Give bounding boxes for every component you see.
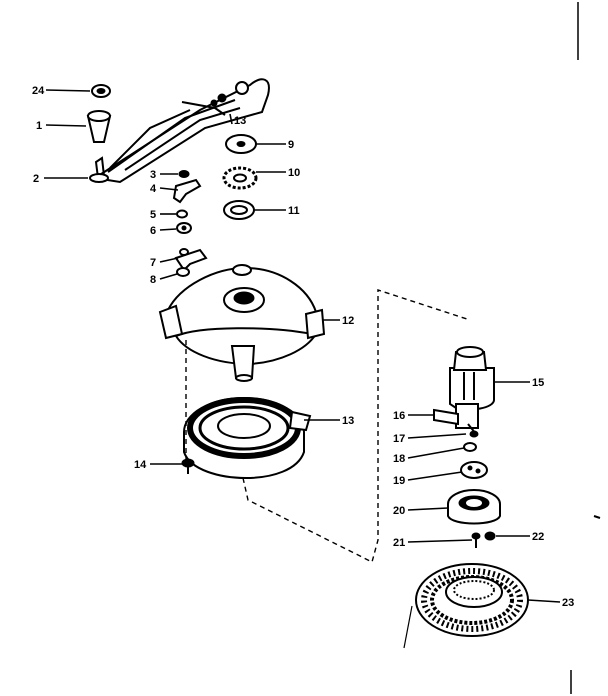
callout-20: 20	[393, 505, 405, 517]
callout-17: 17	[393, 433, 405, 445]
callout-18: 18	[393, 453, 405, 465]
callout-8: 8	[150, 274, 156, 286]
callout-10: 10	[288, 167, 300, 179]
margin-mark	[593, 515, 601, 519]
screw-21	[471, 532, 481, 548]
screen-wheel-23	[415, 563, 529, 637]
callout-2: 2	[33, 173, 39, 185]
handle-lever	[89, 78, 270, 184]
starter-cup-20	[447, 489, 501, 525]
callout-7: 7	[150, 257, 156, 269]
small-washer-8	[176, 267, 190, 277]
callout-23: 23	[562, 597, 574, 609]
callout-24: 24	[32, 85, 45, 97]
callout-13: 13	[342, 415, 354, 427]
small-washer-5	[176, 209, 188, 219]
callout-21: 21	[393, 537, 405, 549]
callout-16: 16	[393, 410, 405, 422]
washer-11	[223, 200, 255, 220]
margin-mark	[403, 605, 413, 649]
alignment-line	[242, 289, 471, 564]
gear-19	[460, 461, 488, 479]
callout-6: 6	[150, 225, 156, 237]
callout-19: 19	[393, 475, 405, 487]
washer-18	[463, 442, 477, 452]
callout-11: 11	[288, 205, 300, 217]
pawl-4	[172, 178, 202, 204]
callout-12: 12	[342, 315, 354, 327]
clip-16	[433, 408, 459, 426]
pin-17	[467, 423, 479, 438]
leader-lines	[44, 89, 561, 603]
callout-labels: 24 1 2 3 4 5 6 7 8 9 10 11 12 13 13 14 1…	[32, 85, 574, 609]
callout-13-upper: 13	[234, 115, 246, 127]
washer-9	[225, 134, 257, 154]
callout-9: 9	[288, 139, 294, 151]
spring-6	[176, 222, 192, 234]
callout-5: 5	[150, 209, 156, 221]
callout-3: 3	[150, 169, 156, 181]
handle-knob	[86, 110, 112, 143]
recoil-spring-housing	[183, 397, 312, 480]
screw-14	[181, 458, 195, 474]
ring-part	[91, 84, 111, 98]
callout-22: 22	[532, 531, 544, 543]
pawl-7	[174, 248, 208, 272]
nut-22	[484, 531, 496, 541]
pulley-housing	[158, 264, 326, 382]
drive-assembly	[449, 346, 495, 429]
small-washer-3	[178, 170, 190, 178]
callout-15: 15	[532, 377, 544, 389]
callout-14: 14	[134, 459, 147, 471]
gear-10	[222, 166, 258, 190]
callout-1: 1	[36, 120, 42, 132]
callout-4: 4	[150, 183, 157, 195]
